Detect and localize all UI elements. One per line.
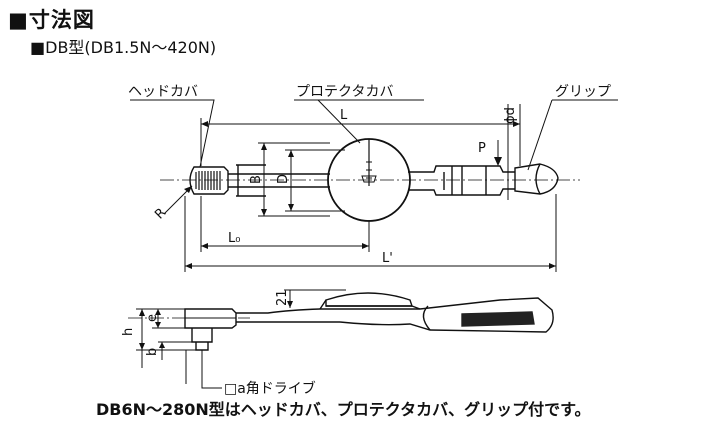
drive-label: □a角ドライブ xyxy=(224,380,316,397)
top-view-dimensions xyxy=(130,99,618,272)
grip-shape xyxy=(514,163,559,195)
grip-label: グリップ xyxy=(555,84,611,100)
dim-R-label: R xyxy=(152,205,169,222)
side-grip-shape xyxy=(461,311,535,327)
side-view-dimensions xyxy=(136,289,346,389)
dim-h-label: h xyxy=(121,328,136,336)
dim-L0-label: L₀ xyxy=(228,231,240,246)
head-cover-shape xyxy=(189,166,229,195)
protector-cover-label: プロテクタカバ xyxy=(296,84,393,100)
dim-e-label: e xyxy=(145,314,160,322)
page-title: ■寸法図 xyxy=(8,8,95,32)
dim-L-prime-label: L' xyxy=(382,251,393,266)
dim-b-label: b xyxy=(145,348,160,356)
side-view-wrench xyxy=(128,292,554,351)
model-subtitle: ■DB型(DB1.5N～420N) xyxy=(30,38,217,57)
footnote: DB6N～280N型はヘッドカバ、プロテクタカバ、グリップ付です。 xyxy=(96,400,591,419)
dim-L-label: L xyxy=(340,108,348,123)
dim-D-label: D xyxy=(276,174,291,184)
dim-B-label: B xyxy=(249,175,264,184)
dim-P-label: P xyxy=(478,141,486,156)
top-view-wrench xyxy=(160,138,580,222)
dim-21-label: 21 xyxy=(275,289,290,306)
head-cover-label: ヘッドカバ xyxy=(128,84,198,100)
dim-phi-d-label: ϕd xyxy=(503,107,518,124)
